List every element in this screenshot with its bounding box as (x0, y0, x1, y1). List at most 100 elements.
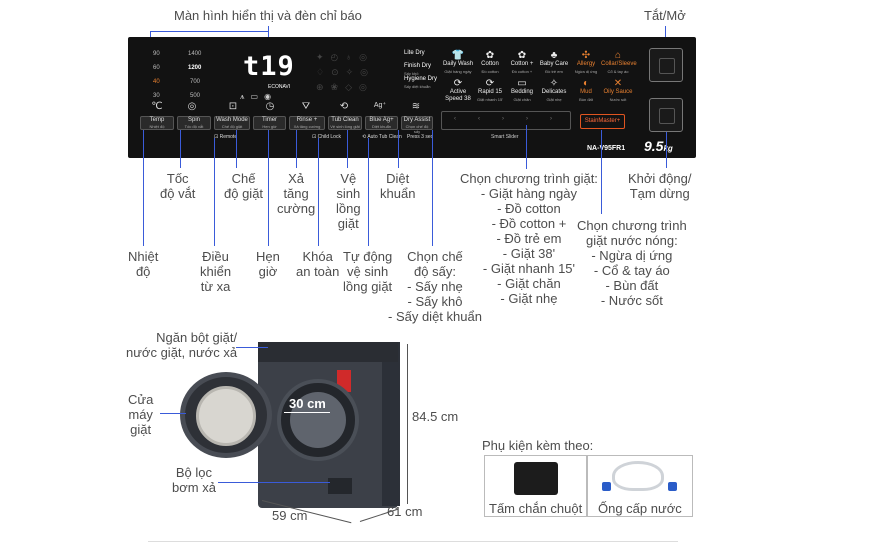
child-lock-sublabel: ⊡ Child Lock (312, 134, 341, 140)
width-dimension: 59 cm (272, 508, 308, 523)
detergent-tray-line (236, 347, 268, 348)
spin-callout: Tốc độ vắt (160, 171, 196, 201)
smart-slider[interactable]: ‹‹››› (441, 111, 571, 130)
tub-clean-callout: Vệ sinh lồng giặt (336, 171, 361, 231)
accessories-title: Phụ kiện kèm theo: (482, 438, 594, 453)
child-lock-line (318, 138, 319, 246)
sterilize-line (398, 130, 399, 168)
door-callout: Cửa máy giặt (128, 392, 154, 437)
washer-control-strip (258, 342, 398, 362)
rinse-icon: ⛛ (301, 101, 311, 112)
filter-line (218, 482, 330, 483)
timer-line (268, 130, 269, 246)
detergent-tray-callout: Ngăn bột giặt/ nước giặt, nước xả (126, 330, 238, 360)
bedding-icon: ▭ (517, 78, 527, 89)
wash-mode-icon: ⊡ (228, 101, 238, 112)
power-callout: Tắt/Mở (644, 8, 686, 23)
temp-60: 60 (153, 65, 160, 71)
hot-program-line (601, 130, 602, 214)
econavi-label: ECONAVI (268, 84, 291, 90)
washer-door-glass (196, 386, 256, 446)
press-3sec-sublabel: Press 3 sec (407, 134, 434, 140)
baby-icon: ♣ (550, 50, 558, 61)
dry-assist-icon: ≋ (411, 101, 421, 112)
spin-1200: 1200 (188, 65, 202, 71)
height-dimension-line (407, 344, 408, 504)
wash-mode-line (236, 130, 237, 168)
filter-callout: Bộ lọc bơm xả (172, 465, 216, 495)
start-pause-button[interactable] (649, 98, 683, 132)
sterilize-callout: Diệt khuẩn (380, 171, 416, 201)
bottom-divider (148, 541, 678, 542)
temperature-line (143, 130, 144, 246)
start-pause-line (666, 132, 667, 168)
status-icons: ⩚▭◉ (240, 92, 278, 101)
program-line (526, 125, 527, 169)
program-cotton-plus[interactable]: ✿Cotton +Đồ cotton + (505, 50, 539, 75)
rapid-icon: ⟳ (485, 78, 495, 89)
power-button[interactable] (649, 48, 683, 82)
collar-icon: ⌂ (614, 50, 622, 61)
start-pause-callout: Khởi động/ Tạm dừng (628, 171, 692, 201)
spin-icon: ◎ (187, 101, 197, 112)
dry-mode-callout: Chọn chế độ sấy: - Sấy nhẹ - Sấy khô - S… (388, 249, 482, 324)
program-active-speed-38[interactable]: ⟳Active Speed 38 (441, 78, 475, 103)
remote-sublabel: ⊡ Remote (214, 134, 238, 140)
oily-sauce-icon: ✕ (613, 78, 623, 89)
spin-500: 500 (190, 93, 201, 99)
blue-ag-icon: Ag⁺ (373, 102, 387, 109)
door-line (160, 413, 186, 414)
speed-icon: ⟳ (453, 78, 463, 89)
washer-side (382, 342, 400, 506)
capacity-label: 9.5kg (644, 138, 673, 154)
mud-icon: ◐ (582, 78, 590, 89)
blue-ag-button[interactable]: Blue Ag+Diệt khuẩn (365, 116, 398, 130)
accessory-card-mouse-guard (484, 455, 587, 517)
smart-slider-label: Smart Slider (491, 134, 519, 140)
allergy-icon: ✣ (581, 50, 591, 61)
child-lock-callout: Khóa an toàn (296, 249, 340, 279)
porthole-dimension-line (284, 412, 330, 413)
rinse-line (296, 130, 297, 168)
height-dimension: 84.5 cm (412, 409, 459, 424)
dry-option-lite[interactable]: Lite Dry (404, 50, 425, 56)
wash-mode-callout: Chế độ giặt (224, 171, 264, 201)
timer-callout: Hẹn giờ (256, 249, 280, 279)
temp-40: 40 (153, 79, 160, 85)
hose-connector-2 (668, 482, 677, 491)
accessory-card-inlet-hose (587, 455, 693, 517)
auto-tub-clean-callout: Tự động vệ sinh lồng giặt (343, 249, 393, 294)
display-callout-line (150, 31, 268, 32)
rinse-plus-button[interactable]: Rinse +Xả tăng cường (289, 116, 325, 130)
auto-tub-clean-line (368, 138, 369, 246)
spin-700: 700 (190, 79, 201, 85)
auto-tub-clean-sublabel: ⟲ Auto Tub Clean (362, 134, 402, 140)
temp-30: 30 (153, 93, 160, 99)
program-callout: Chọn chương trình giặt: - Giặt hàng ngày… (460, 171, 598, 306)
temperature-icon: ℃ (151, 101, 163, 112)
spin-1400: 1400 (188, 51, 202, 57)
spin-line (180, 130, 181, 168)
timer-icon: ◷ (265, 101, 275, 112)
stain-master-button[interactable]: StainMaster+ (580, 114, 625, 129)
hot-program-callout: Chọn chương trình giặt nước nóng: - Ngừa… (577, 218, 687, 308)
indicator-icons: ✦◴♁◎♢⊙✧◎⊕❀◇◎ (316, 52, 376, 92)
